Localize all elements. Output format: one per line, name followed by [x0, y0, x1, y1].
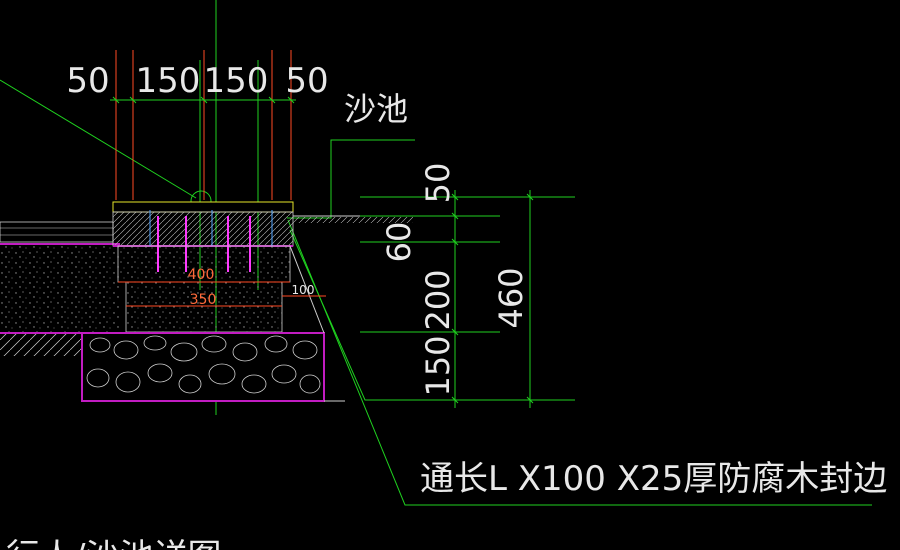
top-dimension-line: [110, 96, 296, 104]
dim-inner-100: 100: [292, 283, 315, 297]
left-paving: [0, 221, 120, 356]
dim-top-2: 150: [136, 61, 201, 101]
dim-inner-350: 350: [190, 292, 217, 308]
dim-right-60: 60: [380, 222, 418, 263]
dim-inner-400: 400: [188, 267, 215, 283]
edge-structure: [81, 201, 420, 402]
bottom-title: 行人/沙池详图: [6, 537, 221, 550]
right-dimension-lines: [360, 190, 575, 408]
dim-top-3: 150: [204, 61, 269, 101]
sandpit-label: 沙池: [344, 90, 408, 128]
dim-top-1: 50: [66, 61, 109, 101]
dim-right-150: 150: [419, 335, 457, 396]
top-dimension-lines: [115, 50, 292, 200]
dim-top-4: 50: [285, 61, 328, 101]
dim-right-50: 50: [419, 163, 457, 204]
inner-dimension-lines: [118, 281, 326, 307]
edge-note-label: 通长L X100 X25厚防腐木封边: [420, 459, 887, 499]
dim-right-200: 200: [419, 269, 457, 330]
dim-right-460: 460: [492, 267, 530, 328]
